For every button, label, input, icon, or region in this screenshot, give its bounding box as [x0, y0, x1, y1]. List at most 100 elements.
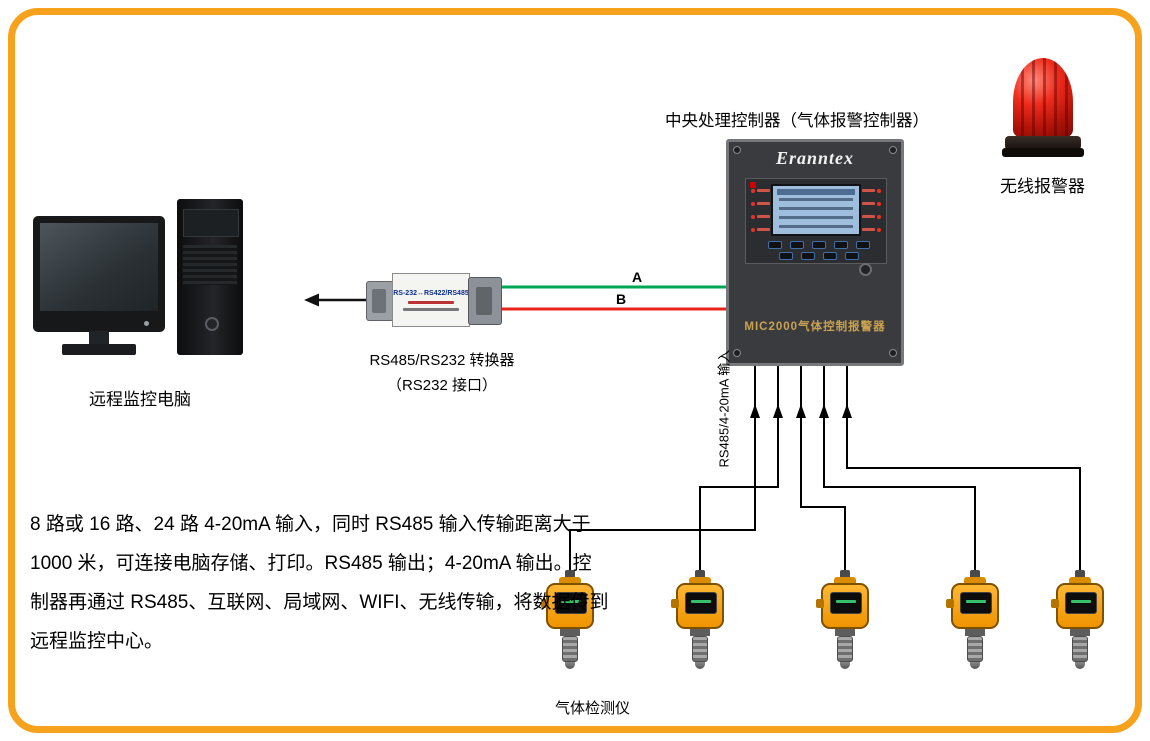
converter-label-line2: （RS232 接口）	[386, 377, 498, 394]
detector-screen-text	[1071, 600, 1091, 603]
detector-screen-text	[836, 600, 856, 603]
detector-tip	[695, 662, 705, 669]
panel-button	[790, 241, 804, 249]
detector-probe	[692, 636, 708, 662]
detector-tip	[840, 662, 850, 669]
monitor-stand-neck	[89, 331, 109, 345]
controller-brand: Eranntex	[775, 148, 855, 168]
detector-neck	[560, 629, 580, 636]
led-caption-decor	[862, 189, 875, 192]
status-led	[877, 215, 881, 219]
detector-cap	[1069, 577, 1091, 583]
detector-screen	[960, 592, 992, 614]
monitor-stand-base	[62, 344, 136, 355]
detector-cap	[689, 577, 711, 583]
db9-connector-left	[366, 281, 394, 321]
db9-pins	[476, 287, 492, 315]
panel-button	[801, 252, 815, 260]
alarm-base	[1005, 136, 1081, 150]
description-line: 远程监控中心。	[30, 631, 164, 652]
pc-tower-vents	[183, 245, 237, 285]
detector-cable-gland	[816, 599, 824, 608]
converter-text-line-decor	[403, 307, 459, 311]
lcd-title-bar	[777, 189, 855, 195]
panel-button	[812, 241, 826, 249]
wire-a-label: A	[632, 269, 643, 285]
detector-tip	[565, 662, 575, 669]
detector-body	[816, 583, 869, 629]
monitor-screen	[40, 223, 158, 311]
detector-mount	[565, 570, 575, 577]
led-caption-decor	[757, 215, 770, 218]
status-led	[751, 189, 755, 193]
status-led	[877, 202, 881, 206]
detector-cable-gland	[541, 599, 549, 608]
detector-mount	[1075, 570, 1085, 577]
detector-cap	[834, 577, 856, 583]
converter-body: RS-232↔RS422/RS485	[392, 273, 470, 327]
bus-vertical-label: RS485/4-20mA 输入	[716, 349, 732, 468]
detector-cap	[559, 577, 581, 583]
detector-body	[1051, 583, 1104, 629]
detector-body	[541, 583, 594, 629]
detector-mount	[970, 570, 980, 577]
status-led	[751, 202, 755, 206]
status-led	[751, 228, 755, 232]
panel-button	[768, 241, 782, 249]
led-caption-decor	[757, 202, 770, 205]
detector-mount	[695, 570, 705, 577]
wire-b-label: B	[616, 291, 627, 307]
alarm-label: 无线报警器	[1000, 177, 1085, 196]
rs485-rs232-converter: RS-232↔RS422/RS485	[366, 273, 502, 327]
db9-pins	[372, 289, 386, 313]
led-caption-decor	[757, 189, 770, 192]
description-paragraph: 8 路或 16 路、24 路 4-20mA 输入，同时 RS485 输入传输距离…	[30, 505, 608, 661]
detector-probe	[837, 636, 853, 662]
detector-screen	[830, 592, 862, 614]
detector-neck	[1070, 629, 1090, 636]
db9-connector-right	[468, 277, 502, 325]
detector-mount	[840, 570, 850, 577]
status-led	[751, 215, 755, 219]
page-border-frame	[8, 8, 1142, 733]
led-caption-decor	[757, 228, 770, 231]
central-controller: Eranntex	[726, 139, 904, 366]
detector-probe	[967, 636, 983, 662]
gas-detector-5	[1051, 570, 1107, 674]
monitor	[33, 216, 165, 332]
computer-label: 远程监控电脑	[89, 390, 191, 409]
status-led	[877, 228, 881, 232]
wireless-alarm-beacon	[1002, 58, 1084, 160]
controller-front-panel	[745, 178, 887, 264]
description-line: 8 路或 16 路、24 路 4-20mA 输入，同时 RS485 输入传输距离…	[30, 514, 591, 535]
panel-button	[834, 241, 848, 249]
panel-button	[845, 252, 859, 260]
detector-screen-text	[691, 600, 711, 603]
pc-tower-drive-bay	[183, 209, 239, 237]
detector-cable-gland	[946, 599, 954, 608]
detector-cable-gland	[671, 599, 679, 608]
screw-icon	[733, 349, 741, 357]
converter-device-text: RS-232↔RS422/RS485	[393, 289, 469, 297]
controller-lcd-screen	[771, 184, 861, 236]
screw-icon	[889, 349, 897, 357]
led-caption-decor	[862, 228, 875, 231]
pc-tower	[177, 199, 243, 355]
detector-body	[946, 583, 999, 629]
monitor-power-led	[144, 321, 149, 326]
screw-icon	[889, 146, 897, 154]
alarm-flange	[1002, 148, 1084, 157]
detector-screen-text	[561, 600, 581, 603]
controller-lock-knob	[859, 263, 872, 276]
controller-model-label: MIC2000气体控制报警器	[744, 321, 886, 333]
status-led	[877, 189, 881, 193]
detector-body	[671, 583, 724, 629]
detector-screen	[555, 592, 587, 614]
gas-detector-4	[946, 570, 1002, 674]
screw-icon	[733, 146, 741, 154]
lcd-text-lines	[779, 198, 853, 228]
led-caption-decor	[862, 202, 875, 205]
converter-text-line-decor	[408, 300, 454, 304]
detector-cap	[964, 577, 986, 583]
